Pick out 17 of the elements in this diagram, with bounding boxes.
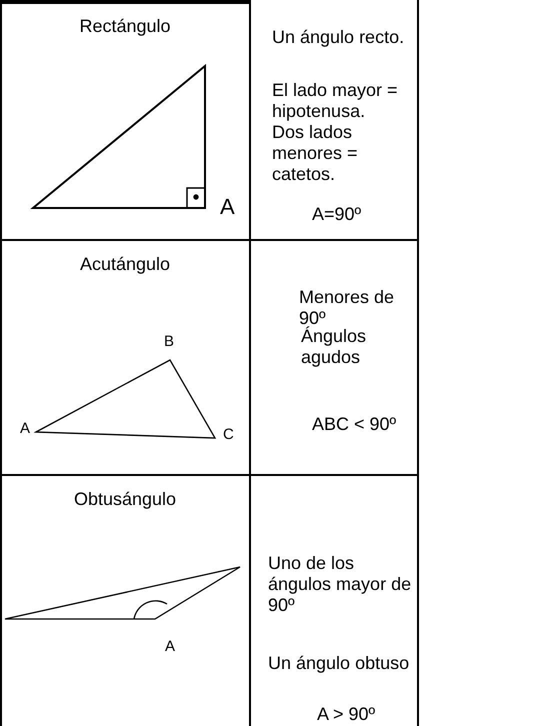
shape-title: Acutángulo — [78, 254, 172, 275]
description-text: Uno de los ángulos mayor de 90º — [268, 553, 412, 616]
description-text: Ángulos agudos — [301, 326, 368, 368]
vertex-label: A — [220, 196, 236, 217]
vertex-label: C — [223, 425, 235, 445]
description-text: Un ángulo obtuso — [268, 653, 410, 674]
vertex-label: A — [165, 637, 176, 657]
angle-formula: A > 90º — [317, 704, 376, 725]
description-text: Un ángulo recto. — [272, 27, 406, 48]
vertex-label: A — [20, 419, 32, 439]
shape-title: Obtusángulo — [72, 489, 178, 510]
angle-formula: ABC < 90º — [312, 414, 398, 435]
description-text: Dos lados menores = catetos. — [272, 122, 359, 185]
description-text: El lado mayor = hipotenusa. — [272, 80, 399, 122]
vertex-label: B — [164, 332, 176, 352]
angle-formula: A=90º — [312, 204, 362, 225]
shape-title: Rectángulo — [78, 16, 172, 37]
